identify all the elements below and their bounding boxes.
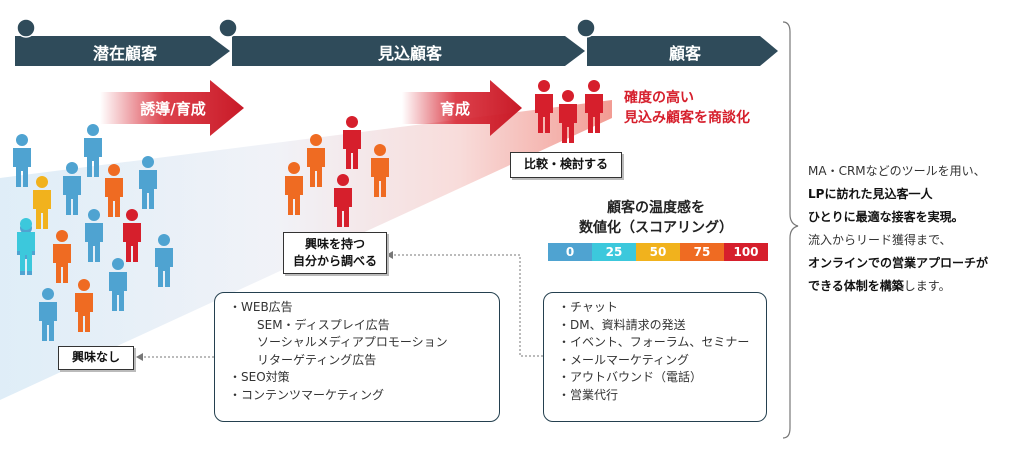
person-icon <box>371 144 389 197</box>
stage-header-3 <box>587 36 778 66</box>
connector-arrowhead-nointerest <box>136 353 143 361</box>
outcome-line-2: 見込み顧客を商談化 <box>624 110 750 126</box>
score-scale: 0 25 50 75 100 <box>548 243 768 261</box>
tag-compare: 比較・検討する <box>510 152 622 178</box>
side-note-line-1: MA・CRMなどのツールを用い、 <box>808 164 986 178</box>
left-channel-list: ・WEB広告 SEM・ディスプレイ広告 ソーシャルメディアプロモーション リター… <box>214 292 500 422</box>
outcome-text: 確度の高い 見込み顧客を商談化 <box>624 88 750 128</box>
left-list-item: ・SEO対策 <box>229 370 290 384</box>
person-icon <box>123 209 141 262</box>
score-cell-100: 100 <box>724 243 768 261</box>
person-icon <box>75 279 93 332</box>
stage-person-icon <box>576 18 596 38</box>
person-icon <box>585 80 603 133</box>
arrow-label-nurture: 育成 <box>439 100 470 118</box>
stage-person-icon <box>218 18 238 38</box>
person-icon <box>334 174 352 227</box>
right-list-item: ・チャット <box>558 300 618 314</box>
person-icon <box>33 176 51 229</box>
person-icon <box>559 90 577 143</box>
person-icon <box>63 162 81 215</box>
tag-no-interest: 興味なし <box>58 346 134 370</box>
right-list-item: ・メールマーケティング <box>558 352 690 367</box>
right-list-item: ・アウトバウンド（電話） <box>558 370 703 384</box>
scoring-title-line-2: 数値化（スコアリング） <box>579 220 733 236</box>
side-note-line-6: できる体制を構築します。 <box>808 279 951 293</box>
side-note-line-4: 流入からリード獲得まで、 <box>808 233 952 247</box>
stage-header-1 <box>15 36 230 66</box>
person-icon <box>84 124 102 177</box>
left-list-item: ・WEB広告 <box>229 300 293 314</box>
person-icon <box>39 288 57 341</box>
scoring-title: 顧客の温度感を 数値化（スコアリング） <box>556 198 756 238</box>
outcome-line-1: 確度の高い <box>624 90 694 106</box>
right-channel-list: ・チャット ・DM、資料請求の発送 ・イベント、フォーラム、セミナー ・メールマ… <box>543 292 767 422</box>
person-icon <box>139 156 157 209</box>
tag-interested-line-2: 自分から調べる <box>292 254 377 268</box>
person-icon <box>285 162 303 215</box>
right-list-item: ・営業代行 <box>558 387 619 402</box>
side-note-line-3: ひとりに最適な接客を実現。 <box>808 210 964 224</box>
person-icon <box>535 80 553 133</box>
stage-person-icon <box>16 18 36 38</box>
scoring-title-line-1: 顧客の温度感を <box>607 200 705 216</box>
connector-arrowhead-interested <box>386 251 393 259</box>
right-list-item: ・イベント、フォーラム、セミナー <box>558 335 750 349</box>
score-cell-50: 50 <box>636 243 680 261</box>
stage-label-customer: 顧客 <box>668 44 701 63</box>
left-list-item: SEM・ディスプレイ広告 <box>257 317 390 332</box>
stage-header-2 <box>232 36 585 66</box>
person-icon <box>13 134 31 187</box>
person-icon <box>105 164 123 217</box>
connector-right-to-interested <box>390 254 543 357</box>
right-list-item: ・DM、資料請求の発送 <box>558 317 686 332</box>
score-cell-0: 0 <box>548 243 592 261</box>
person-icon <box>155 234 173 287</box>
process-arrow-2 <box>402 80 522 136</box>
arrow-label-guide-nurture: 誘導/育成 <box>140 100 206 118</box>
side-note-line-5: オンラインでの営業アプローチが <box>808 256 989 270</box>
stage-label-potential: 潜在顧客 <box>92 44 157 63</box>
score-cell-75: 75 <box>680 243 724 261</box>
person-icon <box>53 230 71 283</box>
left-list-item: ソーシャルメディアプロモーション <box>257 335 448 349</box>
person-icon <box>343 116 361 169</box>
score-cell-25: 25 <box>592 243 636 261</box>
person-icon <box>109 258 127 311</box>
side-note-line-2: LPに訪れた見込客一人 <box>808 187 933 201</box>
person-icon <box>17 218 35 271</box>
stage-label-prospect: 見込顧客 <box>377 44 442 63</box>
side-note: MA・CRMなどのツールを用い、 LPに訪れた見込客一人 ひとりに最適な接客を実… <box>808 160 1020 298</box>
side-bracket <box>782 21 799 439</box>
left-list-item: リターゲティング広告 <box>257 352 377 367</box>
person-icon <box>307 134 325 187</box>
person-icon <box>85 209 103 262</box>
left-list-item: ・コンテンツマーケティング <box>229 387 385 402</box>
tag-interested: 興味を持つ 自分から調べる <box>283 232 387 274</box>
process-arrow-1 <box>100 80 244 136</box>
tag-interested-line-1: 興味を持つ <box>304 236 365 251</box>
